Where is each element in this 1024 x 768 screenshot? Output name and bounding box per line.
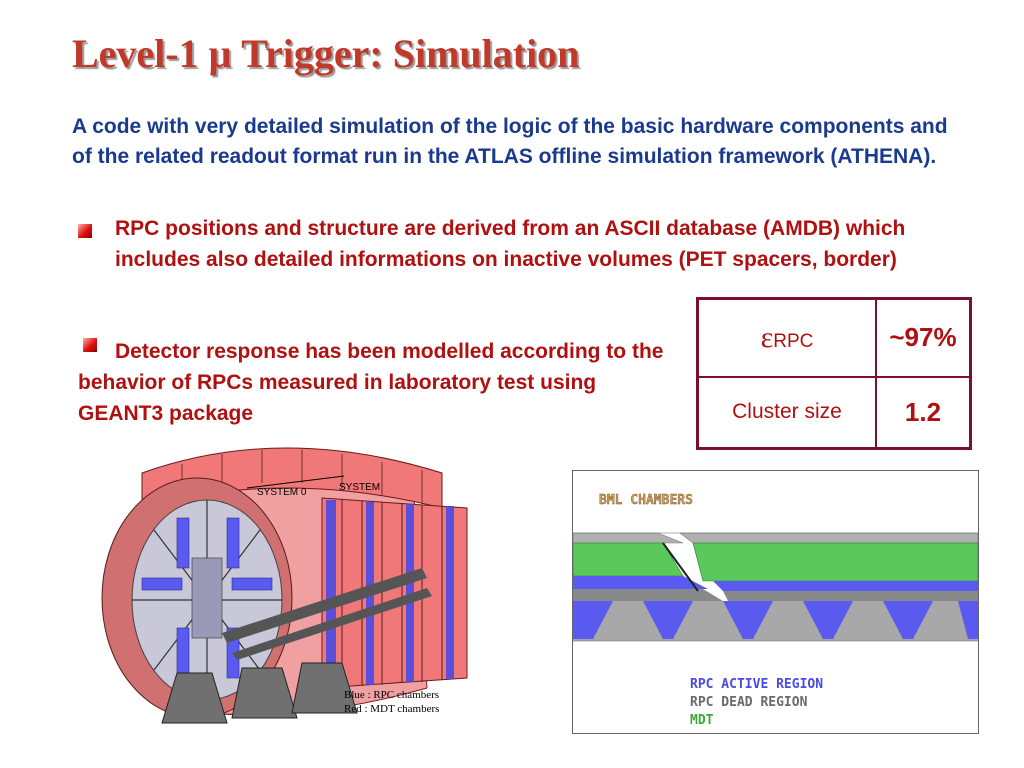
epsilon-symbol: ε xyxy=(760,320,774,354)
bml-chambers-figure: BML CHAMBERS RPC ACTIVE REGION RPC DEAD … xyxy=(572,470,979,734)
table-row: εRPC ~97% xyxy=(696,297,972,378)
cluster-size-label: Cluster size xyxy=(696,375,877,450)
legend-blue-rpc: Blue : RPC chambers xyxy=(344,689,439,701)
legend-rpc-active: RPC ACTIVE REGION xyxy=(690,677,823,692)
cluster-size-value: 1.2 xyxy=(875,375,972,450)
intro-text: A code with very detailed simulation of … xyxy=(72,115,948,168)
bullet-square-icon xyxy=(83,338,97,352)
efficiency-label: εRPC xyxy=(696,297,877,378)
atlas-barrel-figure: SYSTEM 0 SYSTEM Blue : RPC chambers Red … xyxy=(101,447,468,724)
legend-rpc-dead: RPC DEAD REGION xyxy=(690,695,808,710)
bullet-square-icon xyxy=(78,224,92,238)
bullet-detector-response: Detector response has been modelled acco… xyxy=(78,340,664,425)
system0-label: SYSTEM 0 xyxy=(257,487,307,498)
table-row: Cluster size 1.2 xyxy=(696,375,972,450)
efficiency-value: ~97% xyxy=(875,297,972,378)
system-label: SYSTEM xyxy=(339,482,380,493)
legend-red-mdt: Red : MDT chambers xyxy=(344,703,439,715)
bullet-rpc-positions: RPC positions and structure are derived … xyxy=(115,217,906,271)
bml-chambers-title: BML CHAMBERS xyxy=(599,493,693,508)
legend-mdt: MDT xyxy=(690,713,714,728)
epsilon-subscript: RPC xyxy=(773,330,814,352)
slide-title: Level-1 μ Trigger: Simulation xyxy=(72,31,580,76)
rpc-performance-table: εRPC ~97% Cluster size 1.2 xyxy=(696,297,972,450)
